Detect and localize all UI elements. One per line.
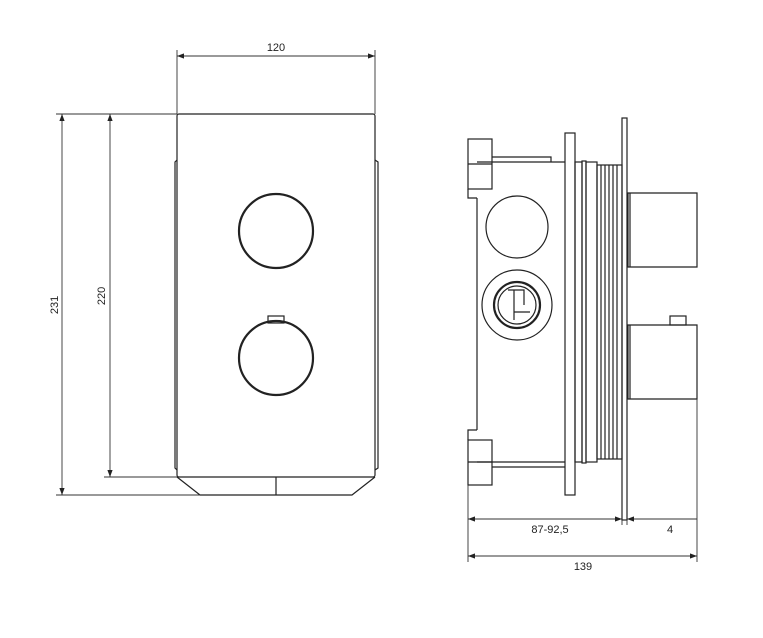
width-label: 120 <box>267 42 285 54</box>
cover-plate <box>176 113 376 478</box>
outlet-port <box>485 195 549 259</box>
plate-side-left <box>174 159 178 471</box>
flange-ring <box>574 161 583 463</box>
total-height-label: 231 <box>49 296 61 314</box>
front-dimensions: 120 231 220 <box>49 42 376 496</box>
side-view <box>467 117 698 521</box>
front-view <box>174 113 379 496</box>
thread-lines <box>596 164 623 460</box>
side-flow-knob <box>627 192 698 268</box>
box-body <box>476 156 565 468</box>
plate-side-right <box>374 159 379 471</box>
inlet-port-inner <box>492 280 542 330</box>
side-dimensions: 87-92,5 4 139 <box>467 399 698 573</box>
plate-thickness-label: 4 <box>667 524 673 536</box>
side-thermostatic-knob <box>627 324 698 400</box>
plate-bottom-bevel <box>176 476 376 496</box>
thermostatic-knob <box>237 319 315 397</box>
inlet-port-outer <box>481 269 553 341</box>
inlet-valve-detail <box>508 289 530 320</box>
flow-knob <box>237 192 315 270</box>
install-depth-label: 87-92,5 <box>531 524 568 536</box>
wall-plate <box>621 117 628 521</box>
side-stop-button <box>669 315 687 326</box>
mounting-flange <box>564 132 576 496</box>
knob-stop-button <box>267 315 285 324</box>
plate-height-label: 220 <box>96 287 108 305</box>
total-depth-label: 139 <box>574 561 592 573</box>
